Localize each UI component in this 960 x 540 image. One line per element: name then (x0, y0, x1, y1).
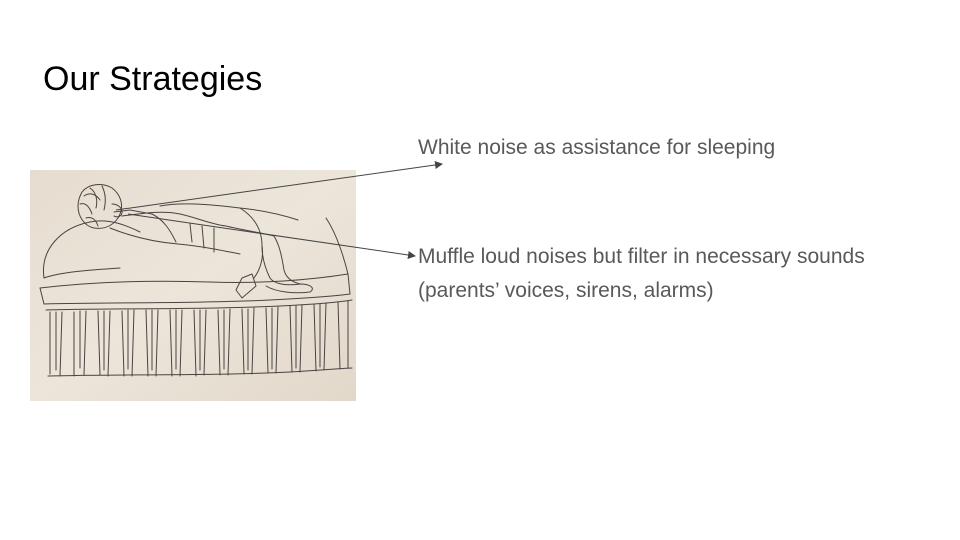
strategy-white-noise: White noise as assistance for sleeping (418, 136, 776, 159)
slide-title: Our Strategies (43, 60, 263, 98)
strategy-muffle-noises: Muffle loud noises but filter in necessa… (418, 245, 865, 302)
bed-sketch-image (30, 170, 356, 401)
